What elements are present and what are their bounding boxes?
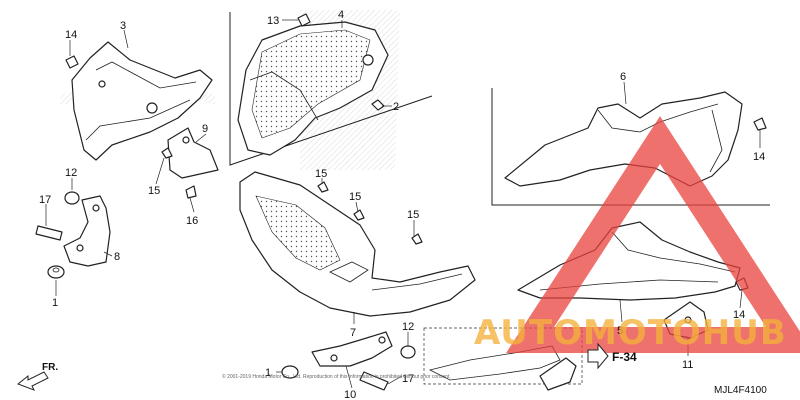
callout-14: 14 <box>65 29 77 41</box>
part-6-right-cover <box>504 91 743 187</box>
callout-3: 3 <box>120 20 126 32</box>
part-7-lower-fairing <box>239 171 476 317</box>
watermark-triangle <box>506 116 800 353</box>
callouts: 14 3 13 4 2 9 15 12 17 16 8 1 15 15 15 7… <box>39 9 765 400</box>
callout-4: 4 <box>338 9 344 21</box>
part-8-stay <box>63 195 111 267</box>
part-9-bracket <box>167 127 219 179</box>
detail-box <box>423 327 583 391</box>
callout-5: 5 <box>617 325 623 337</box>
diagram-code: MJL4F4100 <box>714 385 767 396</box>
watermark-text: AUTOMOTOHUB <box>474 313 787 353</box>
part-4-upper-cowl <box>237 21 389 156</box>
leader-lines <box>45 19 761 389</box>
callout-10: 10 <box>344 389 356 400</box>
copyright-text: © 2001-2019 Honda Motor Co., Ltd. Reprod… <box>222 373 451 380</box>
callout-2: 2 <box>393 101 399 113</box>
callout-6: 6 <box>620 71 626 83</box>
callout-8: 8 <box>114 251 120 263</box>
callout-11: 11 <box>682 359 693 371</box>
part-3-left-panel <box>71 41 213 161</box>
assembly-frames <box>229 12 770 206</box>
callout-16: 16 <box>186 215 198 227</box>
callout-14: 14 <box>753 151 765 163</box>
callout-15: 15 <box>148 185 160 197</box>
callout-13: 13 <box>267 15 279 27</box>
callout-15: 15 <box>407 209 419 221</box>
callout-12: 12 <box>65 167 77 179</box>
section-ref-label: F-34 <box>612 350 637 364</box>
front-direction-indicator: FR. <box>17 362 58 391</box>
arrow-icon <box>17 371 49 391</box>
callout-1: 1 <box>265 367 271 379</box>
callout-17: 17 <box>39 194 51 206</box>
callout-7: 7 <box>350 327 356 339</box>
section-reference: F-34 <box>587 342 637 370</box>
callout-1: 1 <box>52 297 58 309</box>
callout-17: 17 <box>402 373 414 385</box>
callout-15: 15 <box>349 191 361 203</box>
part-10-stay <box>311 331 393 367</box>
callout-15: 15 <box>315 168 327 180</box>
direction-label: FR. <box>42 362 58 373</box>
callout-9: 9 <box>202 123 208 135</box>
callout-12: 12 <box>402 321 414 333</box>
arrow-right-icon <box>587 342 609 370</box>
callout-14: 14 <box>733 309 745 321</box>
